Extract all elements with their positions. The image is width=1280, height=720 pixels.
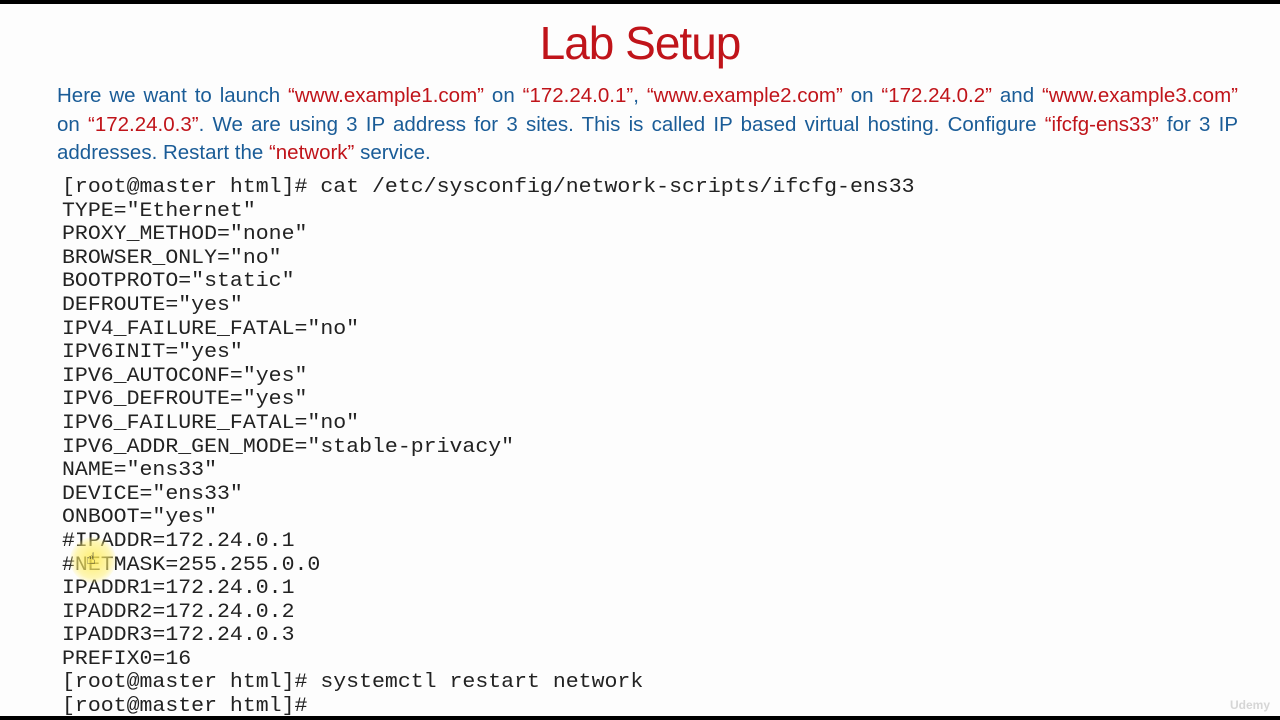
slide-title: Lab Setup — [539, 17, 742, 69]
terminal-line: TYPE="Ethernet" — [62, 199, 256, 223]
slide: Lab Setup Here we want to launch “www.ex… — [0, 4, 1280, 719]
terminal-line: [root@master html]# cat /etc/sysconfig/n… — [62, 176, 915, 199]
terminal-line: IPV6_DEFROUTE="yes" — [62, 388, 308, 412]
highlighted-term: “172.24.0.1” — [522, 84, 634, 107]
terminal-output: [root@master html]# cat /etc/sysconfig/n… — [62, 176, 915, 719]
intro-text: , — [633, 84, 647, 107]
terminal-line: IPADDR2=172.24.0.2 — [62, 600, 295, 624]
terminal-line: BOOTPROTO="static" — [62, 270, 295, 294]
terminal-line: #IPADDR=172.24.0.1 — [62, 529, 295, 553]
highlighted-term: “ifcfg-ens33” — [1044, 112, 1159, 136]
terminal-line: IPADDR3=172.24.0.3 — [62, 624, 295, 648]
hand-pointer-icon: ☝ — [86, 549, 96, 568]
intro-paragraph: Here we want to launch “www.example1.com… — [57, 82, 1238, 168]
udemy-watermark: Udemy — [1229, 698, 1270, 712]
terminal-line: IPV6INIT="yes" — [62, 341, 243, 365]
intro-text: for 3 IP addresses. Restart the — [57, 112, 1239, 165]
intro-text: on — [57, 112, 89, 136]
intro-text: on — [842, 84, 882, 107]
terminal-line: ONBOOT="yes" — [62, 506, 218, 530]
terminal-line: NAME="ens33" — [62, 459, 218, 483]
terminal-line: PROXY_METHOD="none" — [62, 223, 308, 247]
highlighted-term: “172.24.0.2” — [881, 84, 992, 107]
terminal-line: [root@master html]# — [62, 695, 308, 719]
terminal-line: BROWSER_ONLY="no" — [62, 246, 282, 270]
terminal-line: [root@master html]# systemctl restart ne… — [62, 671, 644, 695]
highlighted-term: “172.24.0.3” — [88, 112, 199, 136]
terminal-line: IPADDR1=172.24.0.1 — [62, 577, 295, 601]
highlighted-term: “network” — [268, 141, 355, 165]
terminal-line: DEVICE="ens33" — [62, 482, 243, 506]
highlighted-term: “www.example2.com” — [646, 84, 843, 107]
terminal-line: DEFROUTE="yes" — [62, 293, 243, 317]
intro-text: Here we want to launch — [57, 84, 289, 107]
intro-text: on — [484, 84, 523, 107]
terminal-line: IPV4_FAILURE_FATAL="no" — [62, 317, 360, 341]
intro-text: . We are using 3 IP address for 3 sites.… — [198, 112, 1045, 136]
terminal-line: IPV6_ADDR_GEN_MODE="stable-privacy" — [62, 435, 515, 459]
cursor-highlight — [70, 537, 116, 583]
highlighted-term: “www.example3.com” — [1042, 84, 1238, 107]
intro-text: and — [991, 84, 1043, 107]
terminal-line: IPV6_AUTOCONF="yes" — [62, 364, 308, 388]
intro-text: service. — [354, 141, 431, 165]
terminal-line: PREFIX0=16 — [62, 647, 192, 671]
terminal-line: #NETMASK=255.255.0.0 — [62, 553, 321, 577]
terminal-line: IPV6_FAILURE_FATAL="no" — [62, 411, 360, 435]
highlighted-term: “www.example1.com” — [288, 84, 484, 107]
